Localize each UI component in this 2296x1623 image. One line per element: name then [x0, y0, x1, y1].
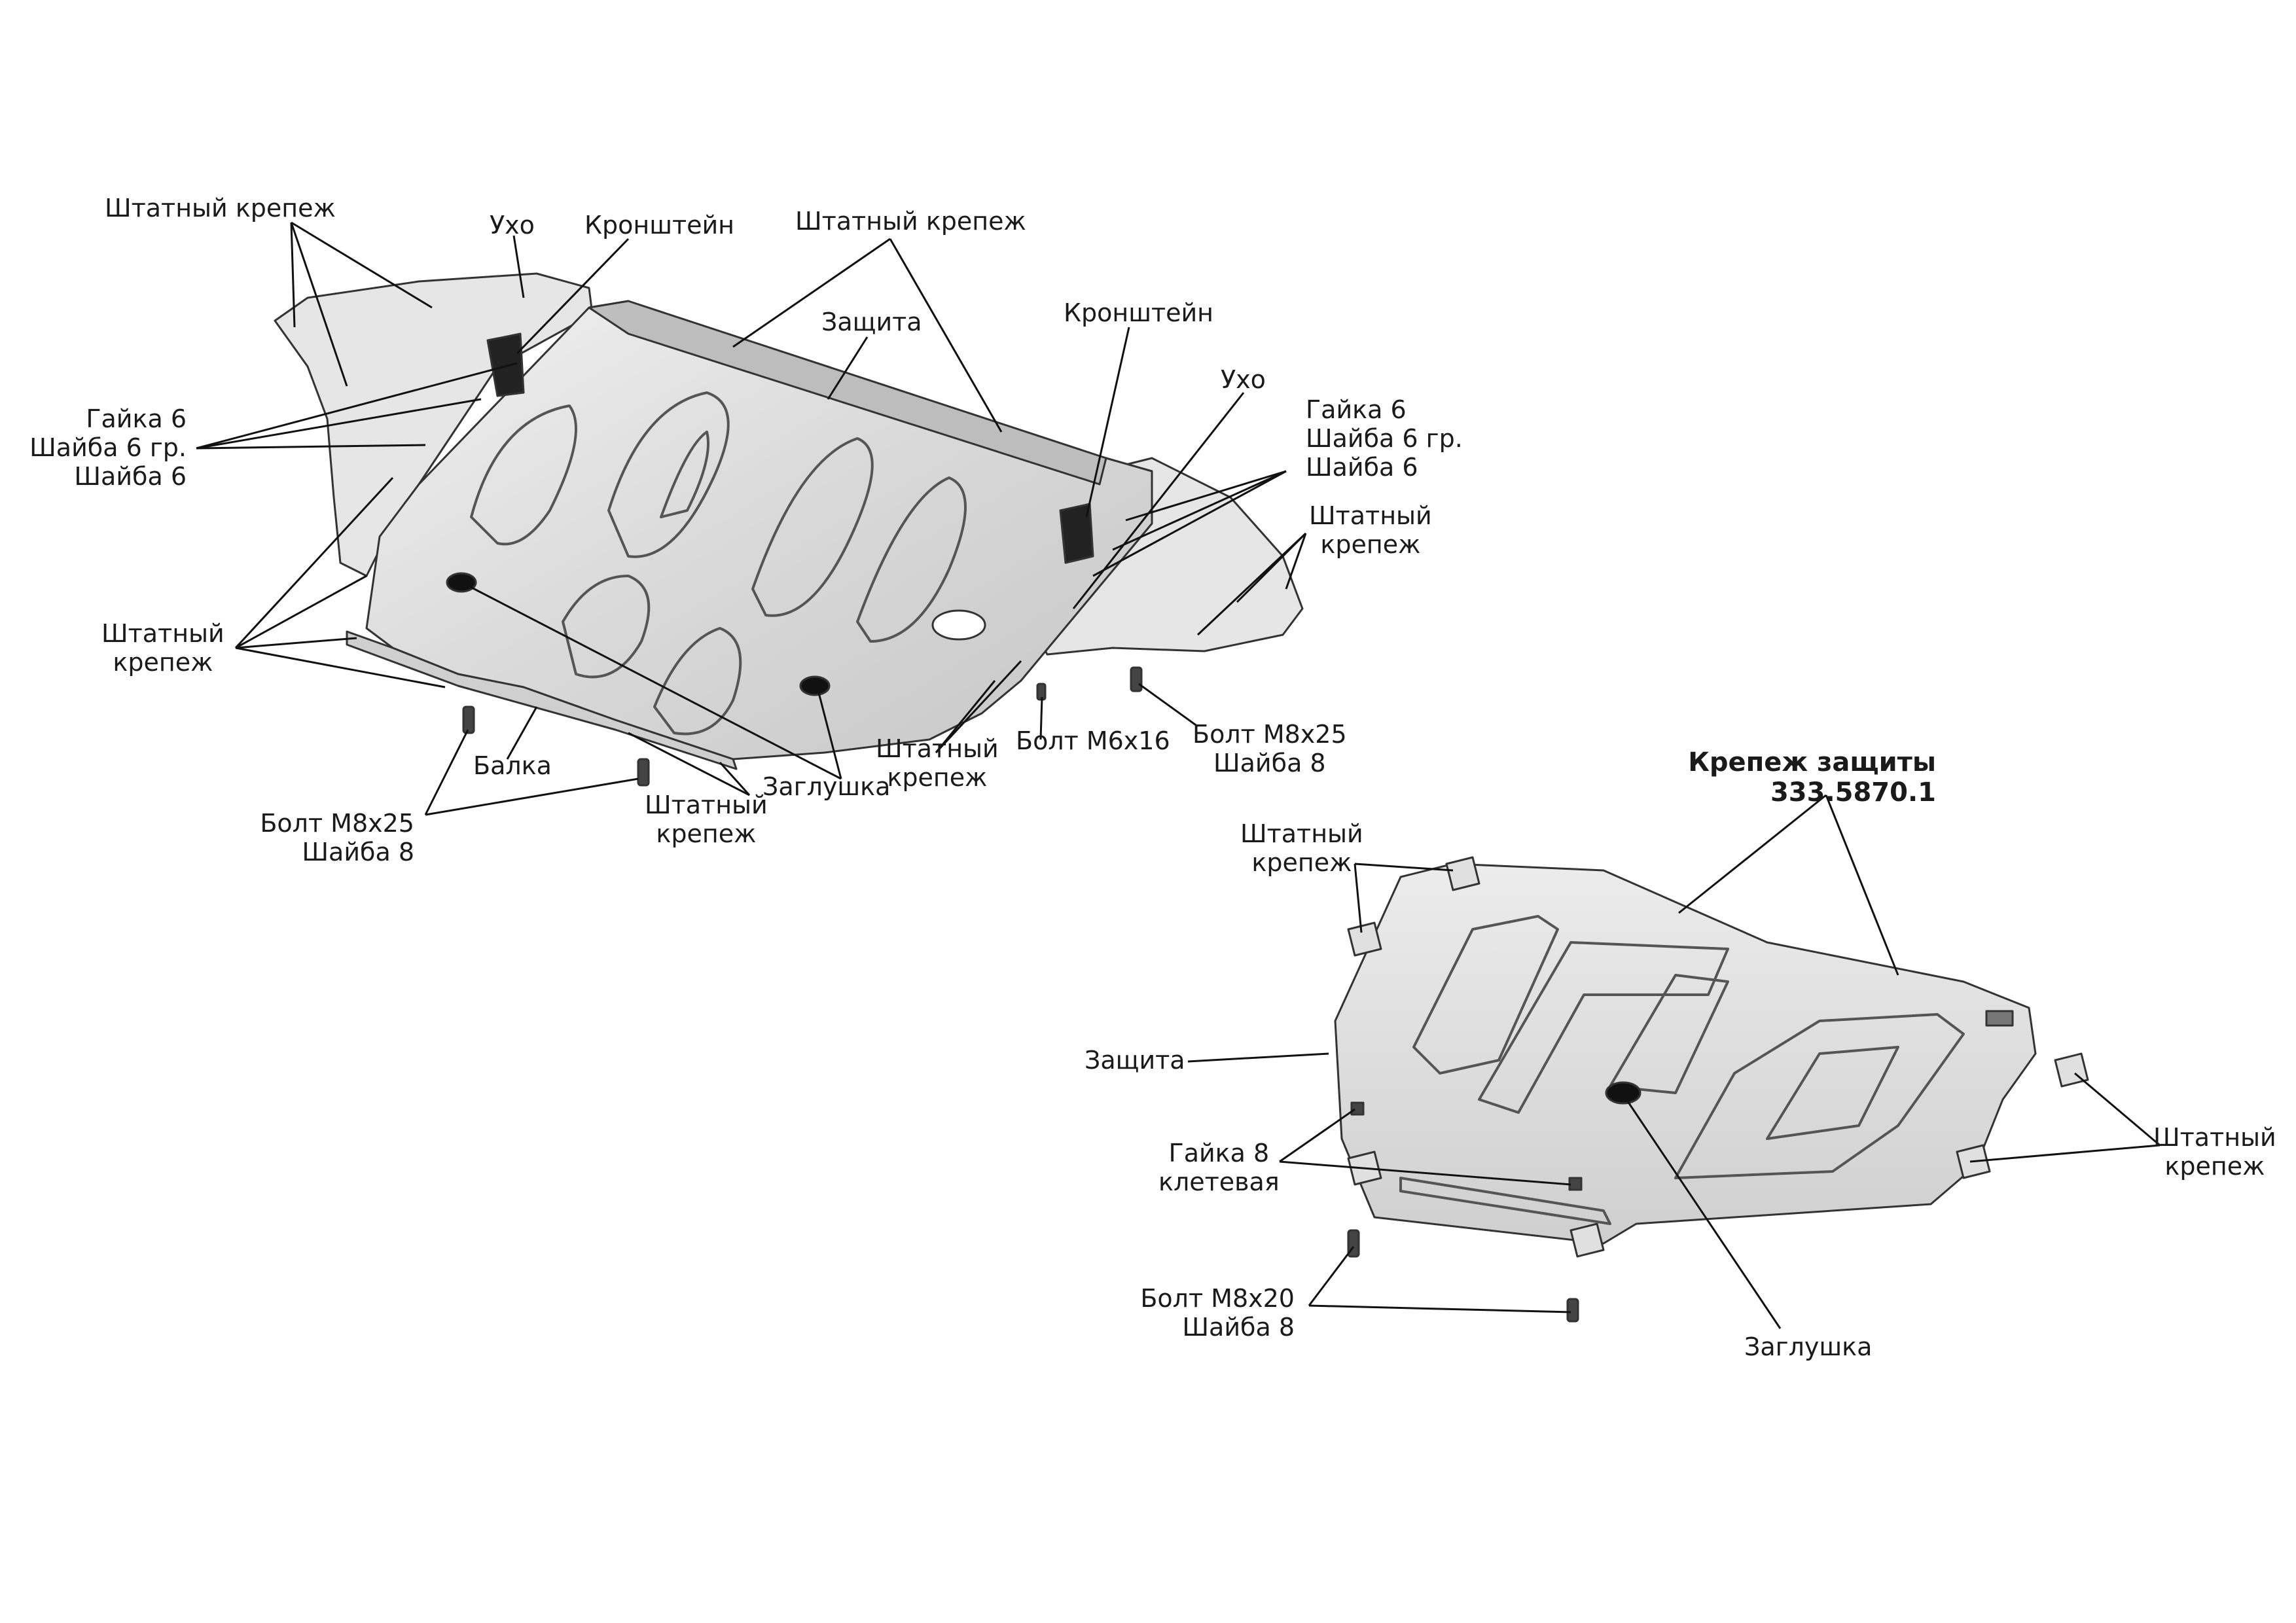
- leader-lines: [196, 221, 2161, 1329]
- bolt-m8-left-b: [637, 758, 650, 787]
- upper-guard-illustration: [274, 272, 1304, 787]
- bolt-m8x20-b: [1566, 1298, 1579, 1323]
- kit-code: 333.5870.1: [1770, 777, 1936, 808]
- label-bolt-m6: Болт М6х16: [1016, 726, 1170, 755]
- label-pad: [1985, 1010, 2014, 1027]
- label-lower-guard: Защита: [1085, 1046, 1185, 1075]
- lower-guard-plate: [1334, 863, 2037, 1245]
- label-plug-upper: Заглушка: [762, 772, 891, 801]
- bracket-right-part: [1059, 503, 1094, 564]
- lower-plug: [1605, 1081, 1641, 1105]
- top-rib: [588, 300, 1107, 486]
- drain-hole: [931, 609, 986, 641]
- label-std-top-left: Штатный крепеж: [105, 194, 336, 223]
- label-ear-right: Ухо: [1221, 365, 1266, 394]
- label-guard-upper: Защита: [821, 308, 922, 336]
- bolt-m8-left-a: [462, 705, 475, 734]
- cage-nut-a: [1350, 1101, 1365, 1116]
- label-bracket-right: Кронштейн: [1064, 298, 1214, 327]
- bolt-m8-right: [1130, 666, 1143, 692]
- upper-plug-left: [446, 572, 477, 593]
- kit-title-text: Крепеж защиты: [1688, 747, 1936, 777]
- lower-guard-illustration: [1334, 856, 2089, 1323]
- label-lower-plug: Заглушка: [1744, 1332, 1873, 1361]
- beam-part: [346, 630, 738, 770]
- upper-plug-right: [799, 675, 831, 696]
- label-bracket-left: Кронштейн: [584, 211, 735, 240]
- label-std-top-center: Штатный крепеж: [795, 207, 1026, 236]
- cage-nut-b: [1568, 1177, 1583, 1191]
- kit-title: Крепеж защиты 333.5870.1: [1688, 747, 1936, 808]
- label-ear-left: Ухо: [490, 211, 535, 240]
- bracket-left-part: [486, 332, 525, 397]
- label-beam: Балка: [473, 751, 552, 780]
